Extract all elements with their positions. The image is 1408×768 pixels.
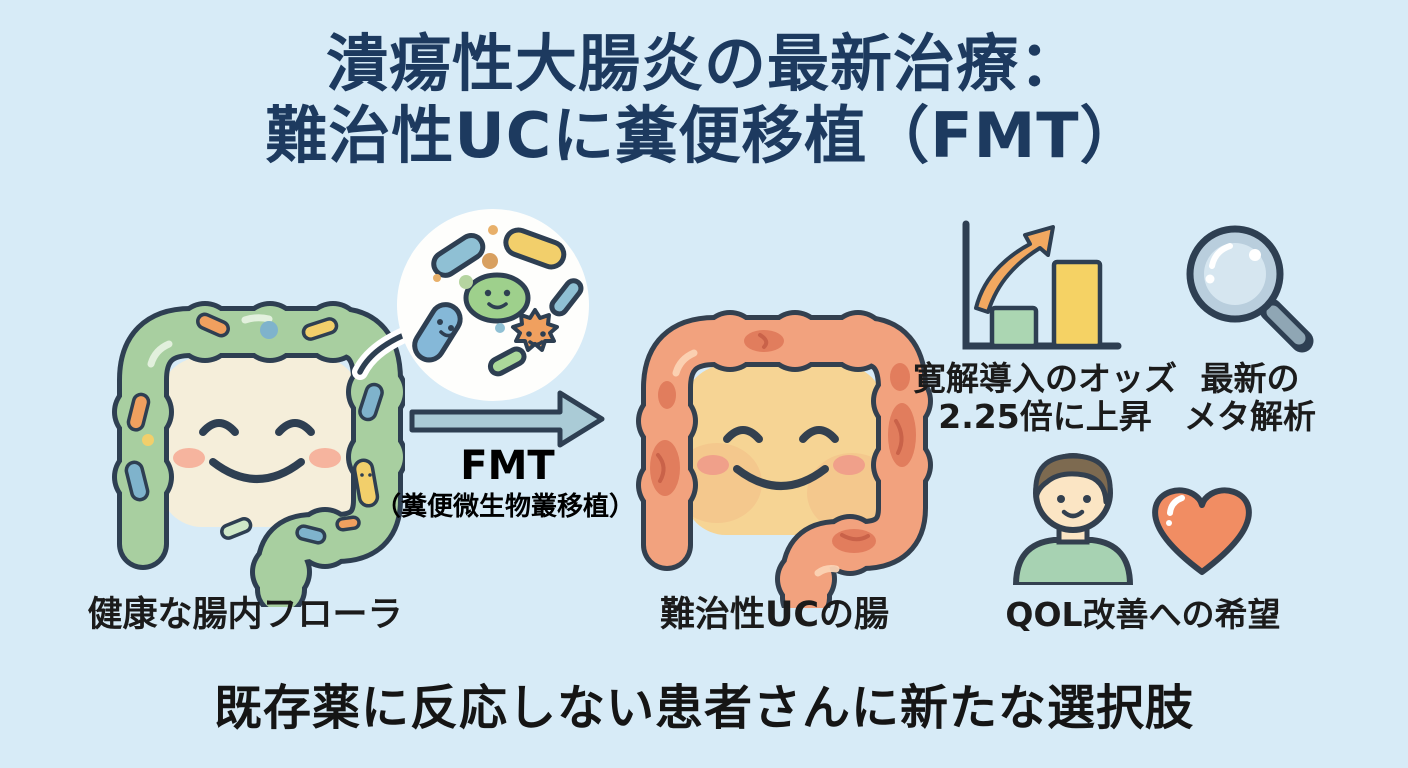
odds-stat-line1: 寛解導入のオッズ [913,359,1177,398]
qol-label: QOL改善への希望 [1005,595,1281,634]
fmt-arrow-sublabel: （糞便微生物叢移植） [374,492,635,522]
healthy-colon-illustration [112,301,405,607]
fmt-arrow-icon [409,390,605,448]
uc-colon-illustration [636,310,933,608]
meta-analysis-text: 最新の メタ解析 [1170,359,1330,437]
bar-chart-rising-icon [962,220,1122,350]
page-title-line1: 潰瘍性大腸炎の最新治療： [325,27,1082,100]
fmt-arrow-label: FMT [460,443,555,489]
page-title-line2: 難治性UCに糞便移植（FMT） [265,98,1143,172]
magnifier-icon [1186,225,1314,353]
healthy-colon-label: 健康な腸内フローラ [87,595,403,635]
meta-analysis-line2: メタ解析 [1184,397,1316,437]
heart-icon [1152,487,1252,575]
page-title: 潰瘍性大腸炎の最新治療： 難治性UCに糞便移植（FMT） [0,28,1408,172]
microbiota-bubble-icon [397,209,589,401]
odds-stat-text: 寛解導入のオッズ 2.25倍に上昇 [905,359,1185,437]
odds-stat-line2: 2.25倍に上昇 [938,397,1152,437]
meta-analysis-line1: 最新の [1200,359,1300,398]
uc-colon-label: 難治性UCの腸 [659,595,890,635]
patient-icon [1013,453,1133,585]
footer-message: 既存薬に反応しない患者さんに新たな選択肢 [213,680,1194,736]
